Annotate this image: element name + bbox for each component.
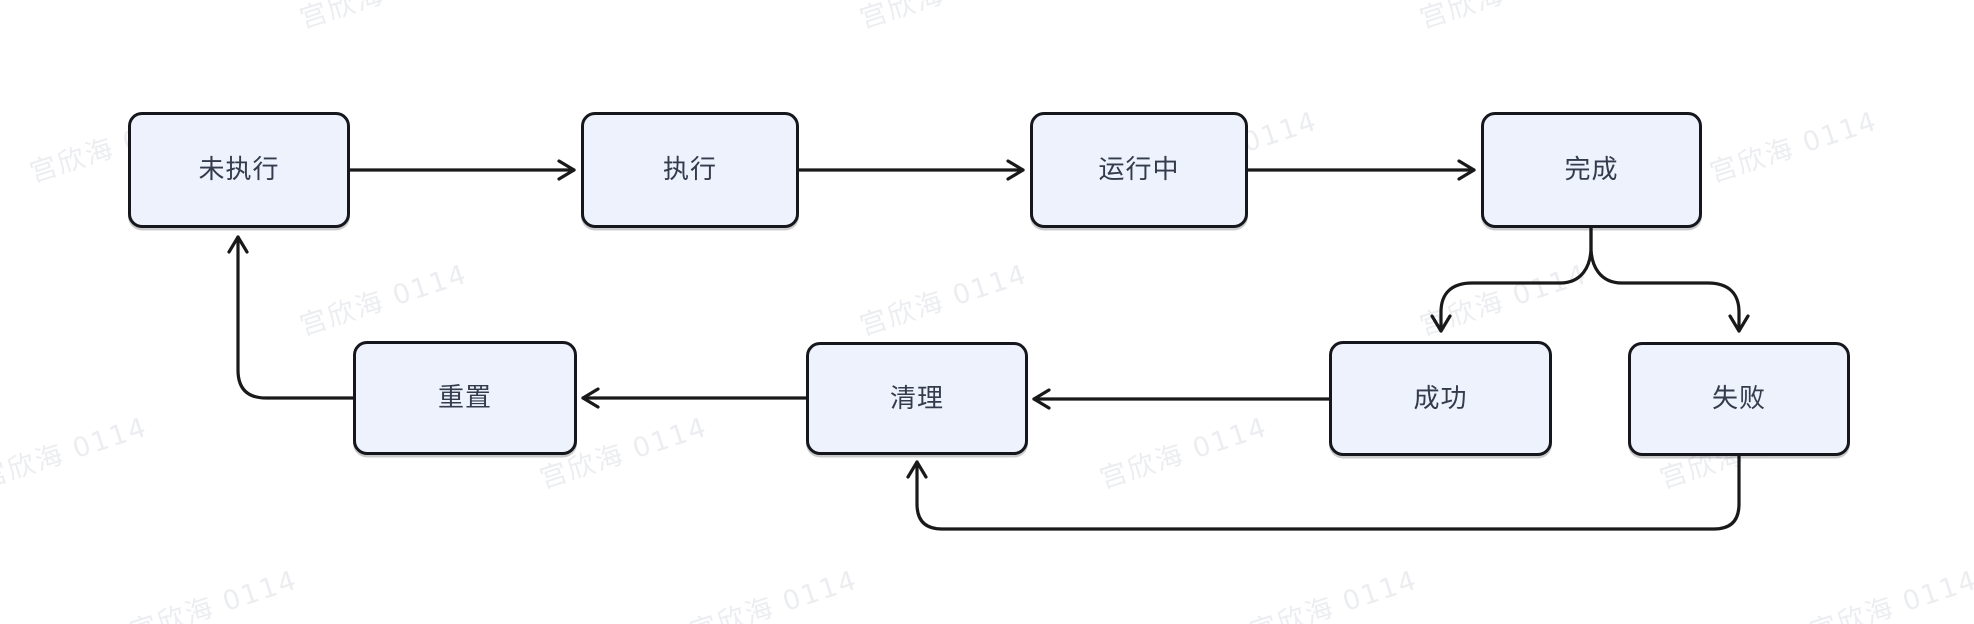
node-not-executed-label: 未执行 — [198, 155, 280, 185]
node-not-executed: 未执行 — [128, 112, 350, 228]
node-running: 运行中 — [1030, 112, 1248, 228]
edge-failure-cleanup — [906, 454, 1741, 531]
edge-complete-failure — [1589, 226, 1750, 333]
edge-reset-notexecuted — [227, 235, 355, 400]
edge-complete-success — [1430, 226, 1593, 333]
node-reset: 重置 — [353, 341, 577, 455]
node-reset-label: 重置 — [437, 383, 492, 413]
node-cleanup-label: 清理 — [889, 383, 944, 414]
node-execute: 执行 — [581, 112, 799, 228]
node-complete-label: 完成 — [1564, 155, 1619, 185]
node-success: 成功 — [1329, 341, 1552, 456]
node-failure: 失败 — [1628, 342, 1850, 456]
node-failure-label: 失败 — [1711, 384, 1766, 414]
node-cleanup: 清理 — [806, 342, 1028, 455]
node-success-label: 成功 — [1413, 383, 1468, 414]
node-complete: 完成 — [1481, 112, 1702, 228]
node-running-label: 运行中 — [1098, 155, 1180, 185]
node-execute-label: 执行 — [662, 155, 717, 185]
